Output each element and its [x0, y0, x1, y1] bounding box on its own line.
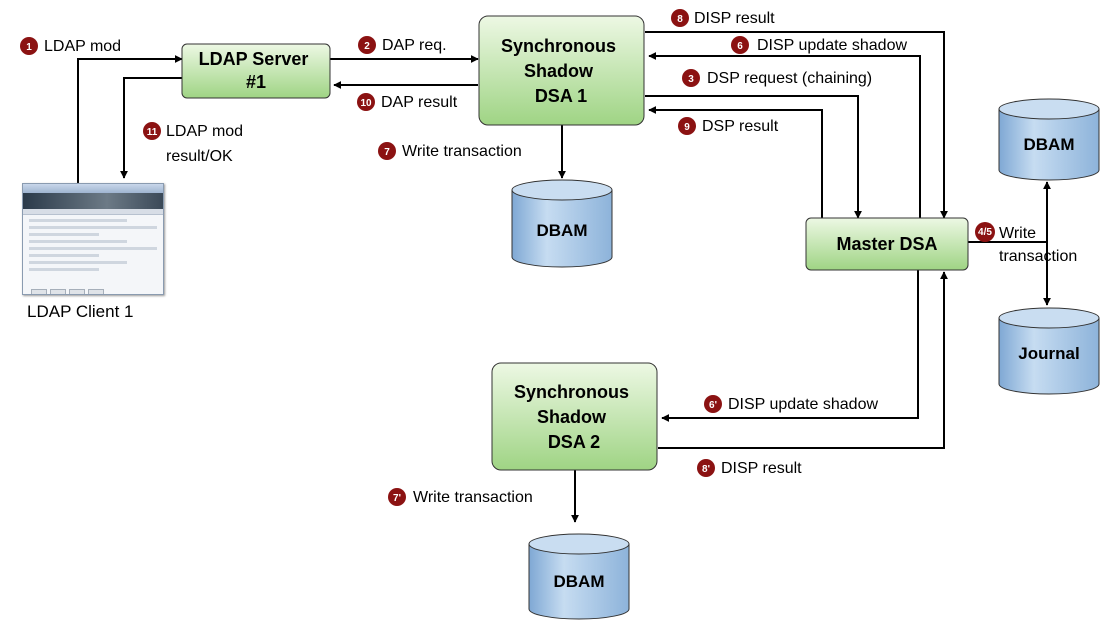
- step-labels: 1 LDAP mod 2 DAP req. 10 DAP result 11 L…: [20, 9, 1077, 506]
- label-7-prime: Write transaction: [413, 489, 533, 506]
- arrow-disp-result: [645, 31, 948, 219]
- arrow-ldap-mod: [77, 55, 183, 185]
- label-8: DISP result: [694, 10, 775, 27]
- client-button-row: [31, 283, 155, 294]
- step-3: 3 DSP request (chaining): [682, 69, 872, 87]
- dbam-right-cylinder: DBAM: [998, 98, 1100, 181]
- label-4-5-line-2: transaction: [999, 248, 1077, 265]
- label-8-prime: DISP result: [721, 460, 802, 477]
- step-8-prime: 8' DISP result: [697, 459, 802, 477]
- step-9: 9 DSP result: [678, 117, 779, 135]
- step-7-prime: 7' Write transaction: [388, 488, 533, 506]
- label-11-line-2: result/OK: [166, 148, 233, 165]
- dbam-top-cylinder: DBAM: [511, 179, 613, 268]
- dbam-bottom-cylinder: DBAM: [528, 533, 630, 620]
- svg-text:LDAP Server #1: LDAP Server #1: [199, 49, 314, 92]
- ldap-server-line-2: #1: [246, 72, 266, 92]
- client-banner: [23, 193, 163, 209]
- client-title-bar: [23, 184, 163, 193]
- arrow-dsp-request: [645, 95, 862, 219]
- label-1: LDAP mod: [44, 38, 121, 55]
- badge-3: 3: [688, 74, 694, 85]
- badge-9: 9: [684, 122, 690, 133]
- arrow-disp-update-2: [661, 268, 919, 422]
- shadow-dsa-1-node: Synchronous Shadow DSA 1: [478, 15, 645, 126]
- ldap-client-window-thumbnail: [22, 183, 164, 295]
- step-6: 6 DISP update shadow: [731, 36, 907, 54]
- dbam-bottom-label: DBAM: [554, 572, 605, 591]
- badge-7: 7: [384, 147, 390, 158]
- shadow2-line-2: Shadow: [537, 407, 607, 427]
- badge-1: 1: [26, 42, 32, 53]
- label-9: DSP result: [702, 118, 779, 135]
- badge-8-prime: 8': [702, 464, 710, 475]
- shadow2-line-3: DSA 2: [548, 432, 600, 452]
- svg-text:Synchronous Shadow: Synchronous Shadow DSA 2: [514, 382, 634, 452]
- badge-7-prime: 7': [393, 493, 401, 504]
- step-4-5: 4/5 Write transaction: [975, 222, 1077, 265]
- connectors: [77, 31, 1051, 523]
- label-6-prime: DISP update shadow: [728, 396, 878, 413]
- badge-10: 10: [360, 98, 372, 109]
- dbam-top-label: DBAM: [537, 221, 588, 240]
- badge-6: 6: [737, 41, 743, 52]
- label-7: Write transaction: [402, 143, 522, 160]
- client-nav: [23, 209, 163, 215]
- arrow-dsp-result: [648, 106, 823, 218]
- shadow1-line-1: Synchronous: [501, 36, 616, 56]
- label-10: DAP result: [381, 94, 458, 111]
- ldap-server-node: LDAP Server #1: [181, 43, 331, 99]
- badge-6-prime: 6': [709, 400, 717, 411]
- svg-text:Synchronous Shadow: Synchronous Shadow DSA 1: [501, 36, 621, 106]
- badge-11: 11: [147, 127, 158, 138]
- label-11-line-1: LDAP mod: [166, 123, 243, 140]
- step-11: 11 LDAP mod result/OK: [143, 122, 243, 165]
- dbam-right-label: DBAM: [1024, 135, 1075, 154]
- shadow2-line-1: Synchronous: [514, 382, 629, 402]
- shadow1-line-2: Shadow: [524, 61, 594, 81]
- master-dsa-node: Master DSA: [805, 217, 969, 271]
- step-6-prime: 6' DISP update shadow: [704, 395, 878, 413]
- step-1: 1 LDAP mod: [20, 37, 121, 55]
- arrow-disp-update: [648, 52, 921, 218]
- ldap-client-label: LDAP Client 1: [27, 302, 134, 321]
- step-2: 2 DAP req.: [358, 36, 447, 54]
- journal-label: Journal: [1018, 344, 1079, 363]
- arrow-disp-result-2: [658, 271, 948, 449]
- badge-4-5: 4/5: [978, 227, 992, 238]
- step-10: 10 DAP result: [357, 93, 458, 111]
- master-dsa-label: Master DSA: [836, 234, 937, 254]
- step-8: 8 DISP result: [671, 9, 775, 27]
- label-3: DSP request (chaining): [707, 70, 872, 87]
- shadow1-line-3: DSA 1: [535, 86, 587, 106]
- badge-2: 2: [364, 41, 370, 52]
- ldap-server-line-1: LDAP Server: [199, 49, 309, 69]
- arrow-ldap-result: [120, 77, 182, 179]
- label-4-5-line-1: Write: [999, 225, 1036, 242]
- label-6: DISP update shadow: [757, 37, 907, 54]
- badge-8: 8: [677, 14, 683, 25]
- journal-cylinder: Journal: [998, 307, 1100, 395]
- label-2: DAP req.: [382, 37, 447, 54]
- step-7: 7 Write transaction: [378, 142, 522, 160]
- shadow-dsa-2-node: Synchronous Shadow DSA 2: [491, 362, 658, 471]
